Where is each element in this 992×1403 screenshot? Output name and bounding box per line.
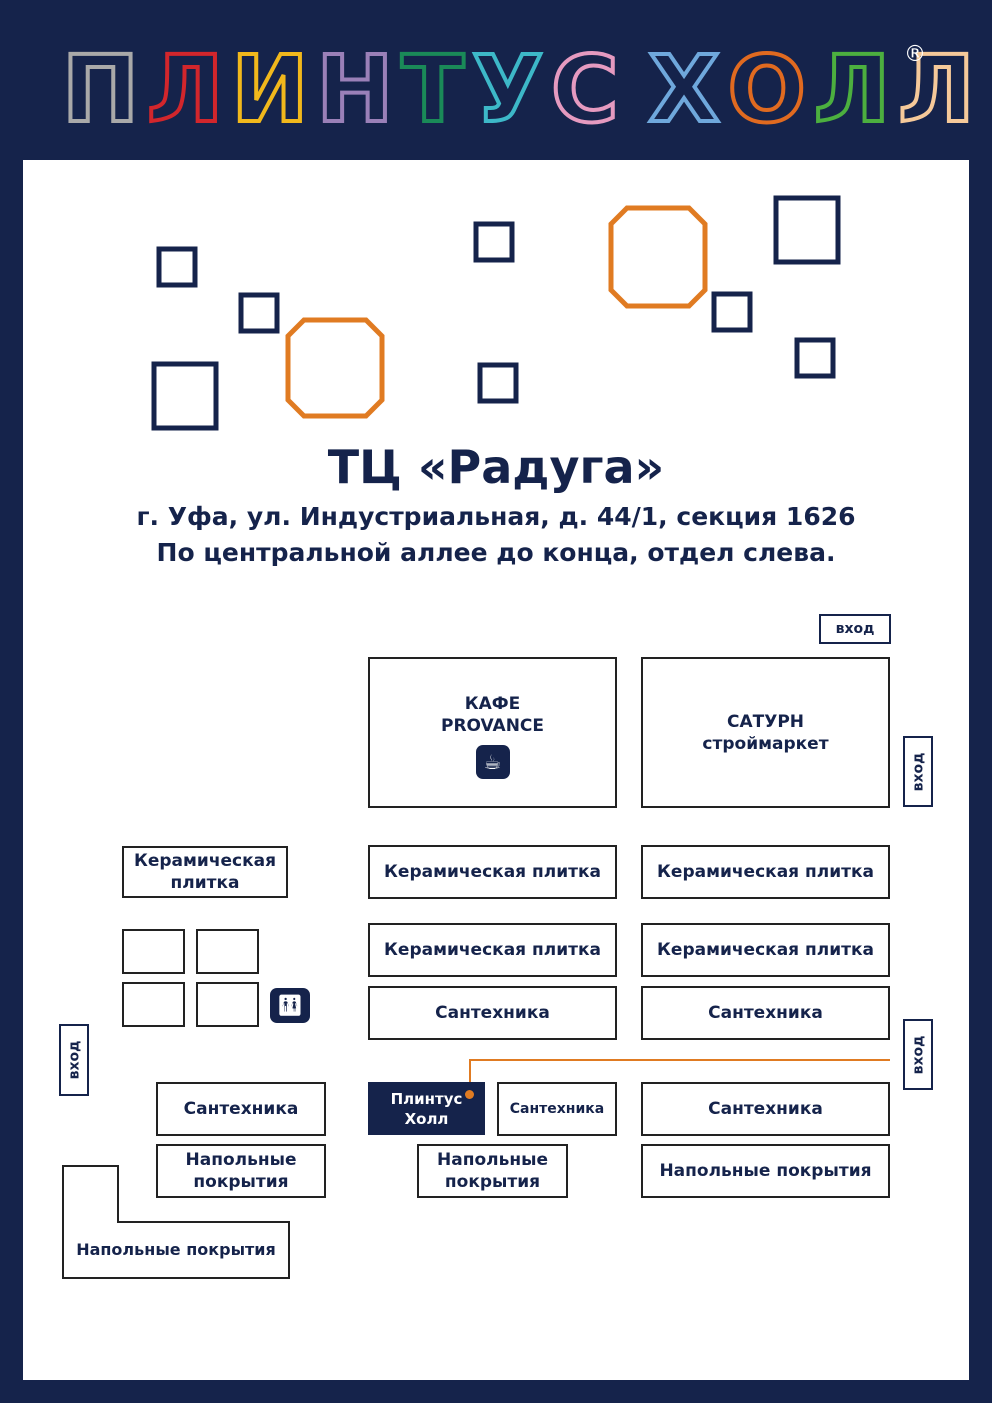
- unit-box: [122, 982, 185, 1027]
- ceramic-right-1: Керамическая плитка: [641, 845, 890, 899]
- logo-letter: О: [726, 36, 808, 143]
- floor-covering-l-shape: [62, 1165, 290, 1279]
- saturn-line2: строймаркет: [702, 733, 829, 754]
- directions: По центральной аллее до конца, отдел сле…: [156, 538, 836, 567]
- unit-box: [196, 982, 259, 1027]
- entrance-top: вход: [819, 614, 891, 644]
- floor-right: Напольные покрытия: [641, 1144, 890, 1198]
- logo-letter: Т: [399, 36, 466, 143]
- decorative-octagons: [285, 205, 708, 419]
- entrance-label: вход: [910, 1035, 927, 1074]
- saturn-line1: САТУРН: [726, 711, 805, 732]
- logo-letter: У: [470, 36, 545, 143]
- coffee-cup-icon: ☕: [475, 745, 510, 779]
- logo-letter: П: [60, 36, 141, 143]
- entrance-label: вход: [66, 1040, 83, 1080]
- entrance-right-2: вход: [903, 1019, 933, 1090]
- registered-mark: ®: [904, 42, 926, 67]
- restroom-icon: 🚻︎: [270, 988, 310, 1023]
- cafe-line1: КАФЕ: [464, 694, 521, 714]
- address: г. Уфа, ул. Индустриальная, д. 44/1, сек…: [136, 502, 856, 531]
- plumbing-right-1: Сантехника: [641, 986, 890, 1040]
- ceramic-mid-1: Керамическая плитка: [368, 845, 617, 899]
- ceramic-mid-2: Керамическая плитка: [368, 923, 617, 977]
- plumbing-mid: Сантехника: [368, 986, 617, 1040]
- logo-letter: Л: [896, 36, 976, 143]
- logo-letter: С: [549, 36, 621, 143]
- logo-letter: Л: [812, 36, 892, 143]
- plumbing-left: Сантехника: [156, 1082, 326, 1136]
- location-marker-icon: [465, 1090, 474, 1099]
- unit-box: [196, 929, 259, 974]
- entrance-label: вход: [835, 621, 875, 637]
- cafe-line2: PROVANCE: [440, 716, 545, 736]
- plumbing-right-2: Сантехника: [641, 1082, 890, 1136]
- floor-l-shape-label: Напольные покрытия: [76, 1240, 276, 1259]
- entrance-right-1: вход: [903, 736, 933, 807]
- logo-letter: Х: [647, 36, 722, 143]
- page-title: ТЦ «Радуга»: [327, 440, 665, 494]
- logo-letter: Н: [314, 36, 395, 143]
- unit-box: [122, 929, 185, 974]
- logo-letter: Л: [145, 36, 225, 143]
- decorative-squares: [151, 195, 841, 431]
- saturn-store: САТУРН строймаркет: [641, 657, 890, 808]
- entrance-left: вход: [59, 1024, 89, 1096]
- logo-letter: И: [229, 36, 310, 143]
- entrance-label: вход: [910, 752, 927, 791]
- cafe-provance: КАФЕ PROVANCE ☕: [368, 657, 617, 808]
- ceramic-right-2: Керамическая плитка: [641, 923, 890, 977]
- plumbing-small: Сантехника: [497, 1082, 617, 1136]
